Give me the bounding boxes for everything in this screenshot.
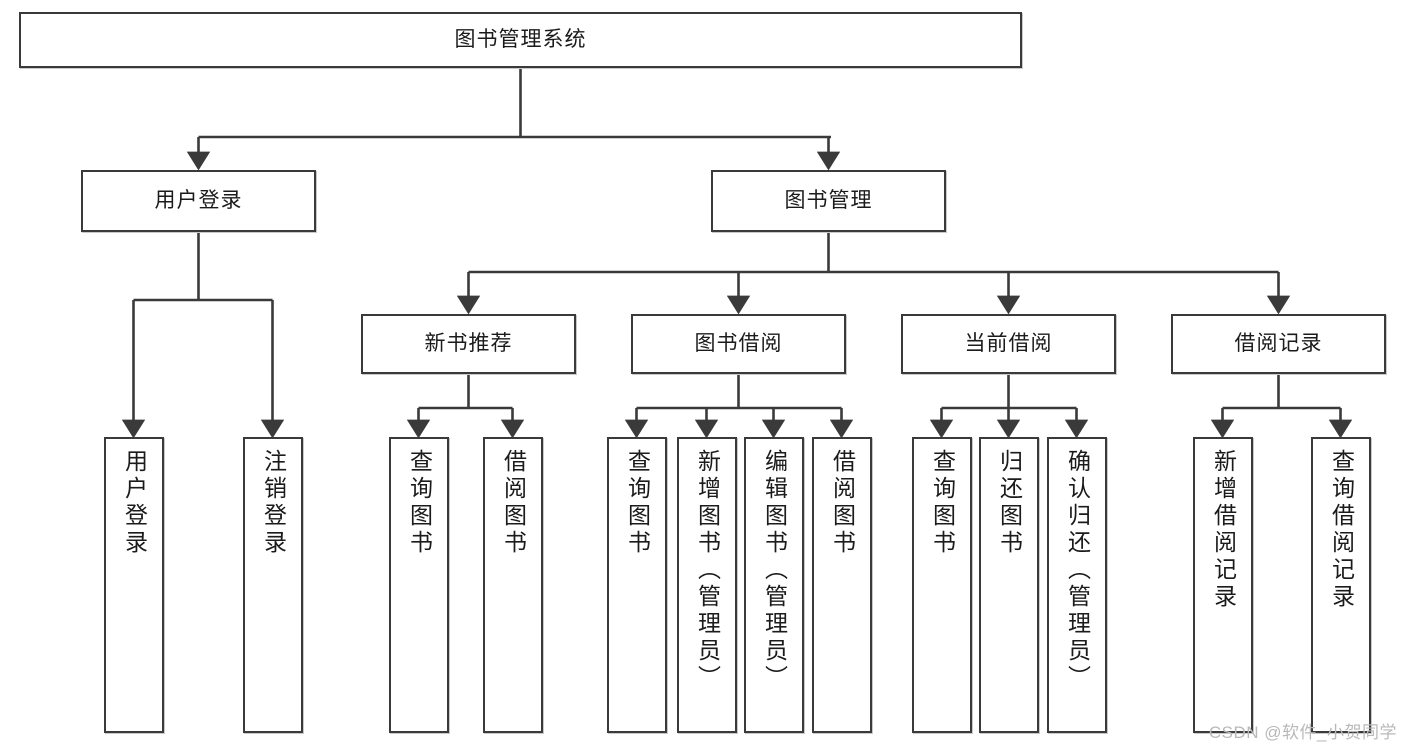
node-current-borrow[interactable]: 当前借阅 [901, 314, 1116, 374]
leaf-edit-book-admin[interactable]: 编辑图书（管理员） [744, 437, 804, 733]
node-label: 图书借阅 [694, 331, 783, 355]
node-label: 当前借阅 [964, 331, 1053, 355]
node-label: 注销登录 [260, 449, 287, 557]
node-new-book-recommend[interactable]: 新书推荐 [361, 314, 576, 374]
node-root-book-management-system[interactable]: 图书管理系统 [19, 12, 1022, 68]
node-label: 归还图书 [996, 449, 1023, 557]
node-label: 编辑图书（管理员） [761, 449, 788, 692]
node-label: 用户登录 [154, 188, 243, 212]
leaf-borrow-book[interactable]: 借阅图书 [812, 437, 872, 733]
node-label: 用户登录 [121, 449, 148, 557]
leaf-borrow-book-recommend[interactable]: 借阅图书 [483, 437, 543, 733]
node-label: 图书管理 [784, 188, 873, 212]
node-book-borrow[interactable]: 图书借阅 [631, 314, 846, 374]
node-label: 查询图书 [624, 449, 651, 557]
node-borrow-record[interactable]: 借阅记录 [1171, 314, 1386, 374]
node-label: 查询借阅记录 [1328, 449, 1355, 611]
leaf-query-book-borrow[interactable]: 查询图书 [607, 437, 667, 733]
leaf-query-book-recommend[interactable]: 查询图书 [389, 437, 449, 733]
leaf-confirm-return-admin[interactable]: 确认归还（管理员） [1047, 437, 1107, 733]
csdn-watermark: CSDN @软件_小贺同学 [1208, 723, 1397, 742]
node-label: 新书推荐 [424, 331, 513, 355]
node-label: 借阅图书 [500, 449, 527, 557]
node-label: 借阅图书 [829, 449, 856, 557]
node-book-management[interactable]: 图书管理 [711, 170, 946, 232]
leaf-query-book-current[interactable]: 查询图书 [912, 437, 972, 733]
node-label: 确认归还（管理员） [1064, 449, 1091, 692]
leaf-return-book[interactable]: 归还图书 [979, 437, 1039, 733]
leaf-user-login[interactable]: 用户登录 [104, 437, 164, 733]
node-user-login[interactable]: 用户登录 [81, 170, 316, 232]
leaf-query-borrow-record[interactable]: 查询借阅记录 [1311, 437, 1371, 733]
node-label: 图书管理系统 [454, 27, 587, 51]
node-label: 借阅记录 [1234, 331, 1323, 355]
node-label: 新增图书（管理员） [694, 449, 721, 692]
node-label: 新增借阅记录 [1210, 449, 1237, 611]
leaf-add-book-admin[interactable]: 新增图书（管理员） [677, 437, 737, 733]
leaf-add-borrow-record[interactable]: 新增借阅记录 [1193, 437, 1253, 733]
node-label: 查询图书 [929, 449, 956, 557]
leaf-logout[interactable]: 注销登录 [243, 437, 303, 733]
node-label: 查询图书 [406, 449, 433, 557]
